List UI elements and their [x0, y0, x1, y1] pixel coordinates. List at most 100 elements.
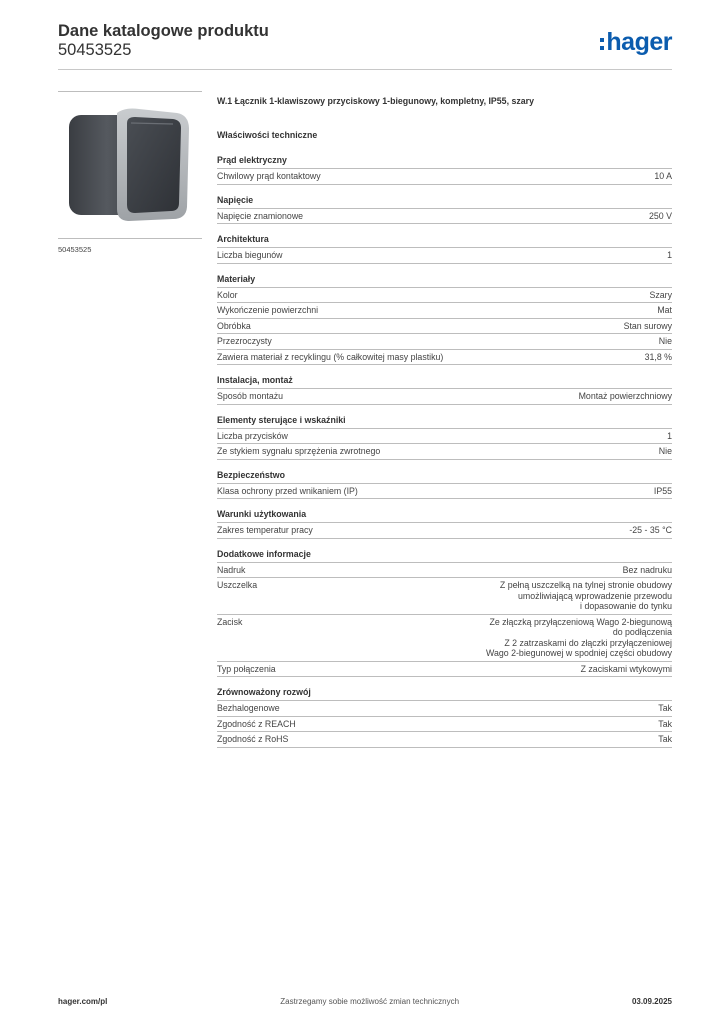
technical-properties-heading: Właściwości techniczne — [217, 130, 318, 140]
spec-label: Zawiera materiał z recyklingu (% całkowi… — [217, 351, 444, 362]
page-footer: hager.com/pl Zastrzegamy sobie możliwość… — [58, 997, 672, 1006]
section-title: Napięcie — [217, 195, 672, 209]
spec-label: Zakres temperatur pracy — [217, 525, 313, 535]
spec-label: Klasa ochrony przed wnikaniem (IP) — [217, 485, 358, 496]
spec-row: Uszczelka Z pełną uszczelką na tylnej str… — [217, 578, 672, 615]
section-title: Prąd elektryczny — [217, 155, 672, 169]
spec-row: Liczba przycisków 1 — [217, 429, 672, 444]
spec-value-line: Montaż powierzchniowy — [578, 391, 672, 401]
product-image — [58, 91, 202, 239]
switch-product-icon — [69, 108, 189, 221]
spec-value: Nie — [659, 336, 672, 347]
spec-value: Z pełną uszczelką na tylnej stronie obud… — [500, 580, 672, 612]
hager-logo: hager — [600, 28, 672, 57]
spec-value: 1 — [667, 431, 672, 442]
spec-value: Nie — [659, 446, 672, 457]
spec-label: Obróbka — [217, 320, 251, 331]
spec-value: 1 — [667, 250, 672, 261]
spec-row: Bezhalogenowe Tak — [217, 701, 672, 717]
spec-label: Ze stykiem sygnału sprzężenia zwrotnego — [217, 446, 381, 456]
spec-label: Zgodność z RoHS — [217, 734, 289, 744]
spec-value: Stan surowy — [624, 321, 672, 332]
spec-row: Zawiera materiał z recyklingu (% całkowi… — [217, 350, 672, 365]
product-details: W.1 Łącznik 1-klawiszowy przyciskowy 1-b… — [217, 96, 672, 748]
section-title: Bezpieczeństwo — [217, 470, 672, 484]
page-header: Dane katalogowe produktu 50453525 hager — [58, 22, 672, 70]
spec-value: IP55 — [654, 486, 672, 497]
spec-value: Tak — [658, 719, 672, 730]
spec-row: Przezroczysty Nie — [217, 334, 672, 350]
spec-value-line: Tak — [658, 734, 672, 744]
spec-row: Napięcie znamionowe 250 V — [217, 209, 672, 224]
spec-value-line: Stan surowy — [623, 320, 672, 331]
image-caption: 50453525 — [58, 245, 92, 254]
document-title: Dane katalogowe produktu — [58, 22, 269, 40]
spec-value-line: 1 — [667, 250, 672, 260]
section-title: Warunki użytkowania — [217, 509, 672, 523]
spec-label: Wykończenie powierzchni — [217, 305, 319, 315]
spec-label: Uszczelka — [217, 580, 258, 590]
spec-label: Napięcie znamionowe — [217, 210, 304, 221]
spec-label: Nadruk — [217, 564, 246, 575]
spec-row: Ze stykiem sygnału sprzężenia zwrotnego N… — [217, 444, 672, 460]
product-number: 50453525 — [58, 41, 132, 59]
spec-value: Tak — [658, 734, 672, 745]
spec-value: Bez nadruku — [623, 565, 672, 576]
spec-row: Zakres temperatur pracy -25 - 35 °C — [217, 523, 672, 539]
footer-notice: Zastrzegamy sobie możliwość zmian techni… — [280, 997, 460, 1006]
spec-value-line: Tak — [658, 718, 672, 729]
section-title: Zrównoważony rozwój — [217, 687, 672, 701]
spec-value: 10 A — [654, 171, 672, 182]
footer-date: 03.09.2025 — [631, 997, 672, 1006]
spec-label: Zacisk — [217, 616, 243, 627]
spec-row: Nadruk Bez nadruku — [217, 563, 672, 578]
spec-label: Bezhalogenowe — [217, 703, 280, 713]
spec-label: Chwilowy prąd kontaktowy — [217, 171, 321, 181]
spec-label: Przezroczysty — [217, 336, 272, 346]
spec-value: -25 - 35 °C — [629, 525, 672, 536]
spec-value: Mat — [657, 305, 672, 316]
spec-label: Liczba przycisków — [217, 430, 288, 441]
spec-value: Tak — [658, 703, 672, 714]
spec-value-line: i dopasowanie do tynku — [580, 601, 672, 611]
spec-value-line: Z 2 zatrzaskami do złączki przyłączeniow… — [504, 637, 672, 648]
spec-value-line: Nie — [658, 446, 672, 456]
spec-row: Zacisk Ze złączką przyłączeniową Wago 2-b… — [217, 615, 672, 662]
spec-row: Wykończenie powierzchni Mat — [217, 303, 672, 319]
spec-value-line: IP55 — [653, 485, 672, 496]
spec-value: 250 V — [649, 211, 672, 222]
spec-value-line: Ze złączką przyłączeniową Wago 2-bieguno… — [489, 616, 672, 627]
spec-value-line: Wago 2-biegunowej w spodniej części obud… — [486, 648, 672, 658]
spec-value: 31,8 % — [645, 352, 672, 363]
spec-value-line: 1 — [667, 430, 672, 441]
spec-value-line: Nie — [658, 336, 672, 346]
logo-dots-icon — [600, 36, 605, 52]
spec-label: Kolor — [217, 289, 238, 300]
spec-value-line: Tak — [658, 703, 672, 713]
spec-row: Kolor Szary — [217, 288, 673, 303]
spec-row: Klasa ochrony przed wnikaniem (IP) IP55 — [217, 484, 672, 499]
spec-row: Chwilowy prąd kontaktowy 10 A — [217, 169, 672, 185]
section-title: Dodatkowe informacje — [217, 549, 672, 563]
spec-value-line: Szary — [649, 289, 673, 300]
spec-label: Typ połączenia — [217, 663, 276, 674]
spec-row: Typ połączenia Z zaciskami wtykowymi — [217, 662, 672, 677]
section-title: Materiały — [217, 274, 672, 288]
spec-value-line: Z zaciskami wtykowymi — [580, 663, 672, 674]
section-title: Instalacja, montaż — [217, 375, 672, 389]
footer-website: hager.com/pl — [58, 997, 108, 1006]
spec-value-line: -25 - 35 °C — [629, 525, 672, 535]
spec-row: Obróbka Stan surowy — [217, 319, 672, 334]
spec-row: Zgodność z RoHS Tak — [217, 732, 672, 748]
spec-value-line: 31,8 % — [644, 351, 672, 362]
